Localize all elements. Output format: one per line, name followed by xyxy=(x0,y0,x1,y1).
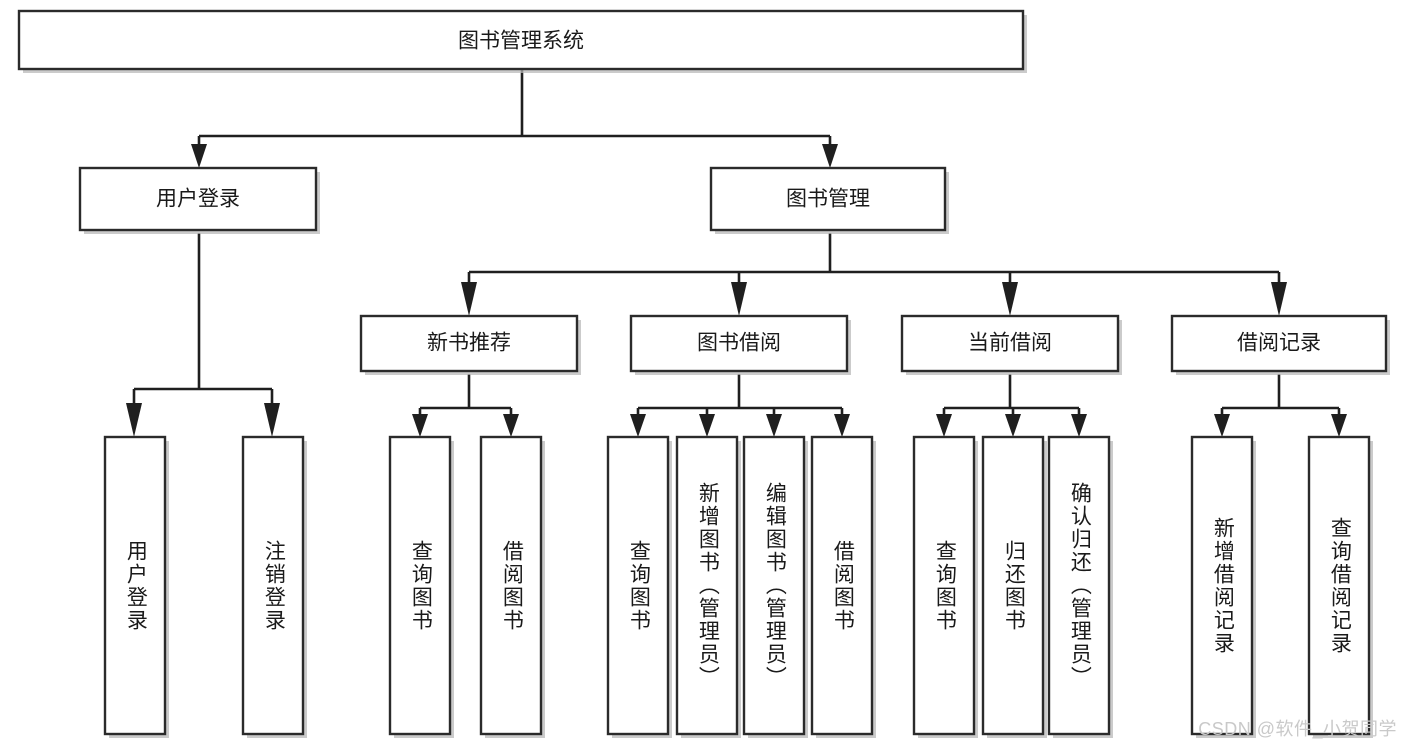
arrow-head-leaf-query-book-1 xyxy=(412,414,428,437)
node-current-borrow[interactable]: 当前借阅 xyxy=(900,314,1122,375)
node-book-management-label: 图书管理 xyxy=(786,188,870,211)
node-root-system[interactable]: 图书管理系统 xyxy=(17,9,1027,73)
leaf-borrow-book-1-box[interactable] xyxy=(479,435,543,736)
arrow-head-current-borrow xyxy=(1002,282,1018,316)
connector-group-new-book-recommend-to-leaves xyxy=(412,374,519,437)
leaf-query-book-2-box[interactable] xyxy=(606,435,670,736)
arrow-head-leaf-query-book-2 xyxy=(630,414,646,437)
leaf-query-book-1-box[interactable] xyxy=(388,435,452,736)
arrow-head-book-borrow xyxy=(731,282,747,316)
arrow-head-leaf-add-book xyxy=(699,414,715,437)
leaf-user-login-box[interactable] xyxy=(103,435,167,736)
arrow-head-leaf-add-record xyxy=(1214,414,1230,437)
leaf-query-book-3-box[interactable] xyxy=(912,435,976,736)
connector-group-current-borrow-to-leaves xyxy=(936,374,1087,437)
leaf-logout-login-box[interactable] xyxy=(241,435,305,736)
arrow-head-leaf-logout-login xyxy=(264,403,280,437)
node-book-borrow-box[interactable] xyxy=(629,314,849,373)
connector-group-root-to-level2 xyxy=(191,69,838,168)
node-book-management-box[interactable] xyxy=(709,166,947,232)
node-borrow-record[interactable]: 借阅记录 xyxy=(1170,314,1390,375)
arrow-head-leaf-borrow-book-1 xyxy=(503,414,519,437)
node-book-borrow-label: 图书借阅 xyxy=(697,332,781,355)
node-book-borrow[interactable]: 图书借阅 xyxy=(629,314,851,375)
arrow-head-book-management xyxy=(822,144,838,168)
arrow-head-user-login xyxy=(191,144,207,168)
node-new-book-recommend-label: 新书推荐 xyxy=(427,332,511,355)
connector-group-user-login-to-leaves xyxy=(126,233,280,437)
node-new-book-recommend-box[interactable] xyxy=(359,314,579,373)
connector-group-borrow-record-to-leaves xyxy=(1214,374,1347,437)
node-root-system-box[interactable] xyxy=(17,9,1025,71)
leaf-return-book-box[interactable] xyxy=(981,435,1045,736)
leaf-borrow-book-2-box[interactable] xyxy=(810,435,874,736)
node-user-login-label: 用户登录 xyxy=(156,188,240,211)
node-borrow-record-box[interactable] xyxy=(1170,314,1388,373)
node-borrow-record-label: 借阅记录 xyxy=(1237,332,1321,355)
leaf-box-group xyxy=(103,435,1373,738)
node-book-management[interactable]: 图书管理 xyxy=(709,166,949,234)
node-current-borrow-label: 当前借阅 xyxy=(968,332,1052,355)
arrow-head-leaf-borrow-book-2 xyxy=(834,414,850,437)
leaf-query-record-box[interactable] xyxy=(1307,435,1371,736)
arrow-head-new-book-recommend xyxy=(461,282,477,316)
node-root-system-label: 图书管理系统 xyxy=(458,30,584,53)
node-user-login[interactable]: 用户登录 xyxy=(78,166,320,234)
arrow-head-borrow-record xyxy=(1271,282,1287,316)
node-current-borrow-box[interactable] xyxy=(900,314,1120,373)
leaf-edit-book-box[interactable] xyxy=(742,435,806,736)
leaf-add-book-box[interactable] xyxy=(675,435,739,736)
arrow-head-leaf-user-login xyxy=(126,403,142,437)
connector-group-book-borrow-to-leaves xyxy=(630,374,850,437)
arrow-head-leaf-query-book-3 xyxy=(936,414,952,437)
node-user-login-box[interactable] xyxy=(78,166,318,232)
arrow-head-leaf-confirm-return xyxy=(1071,414,1087,437)
csdn-watermark: CSDN @软件_小贺同学 xyxy=(1198,719,1397,739)
arrow-head-leaf-query-record xyxy=(1331,414,1347,437)
connector-group-book-management-to-level3 xyxy=(461,233,1287,316)
arrow-head-leaf-edit-book xyxy=(766,414,782,437)
leaf-confirm-return-box[interactable] xyxy=(1047,435,1111,736)
node-new-book-recommend[interactable]: 新书推荐 xyxy=(359,314,581,375)
arrow-head-leaf-return-book xyxy=(1005,414,1021,437)
leaf-add-record-box[interactable] xyxy=(1190,435,1254,736)
